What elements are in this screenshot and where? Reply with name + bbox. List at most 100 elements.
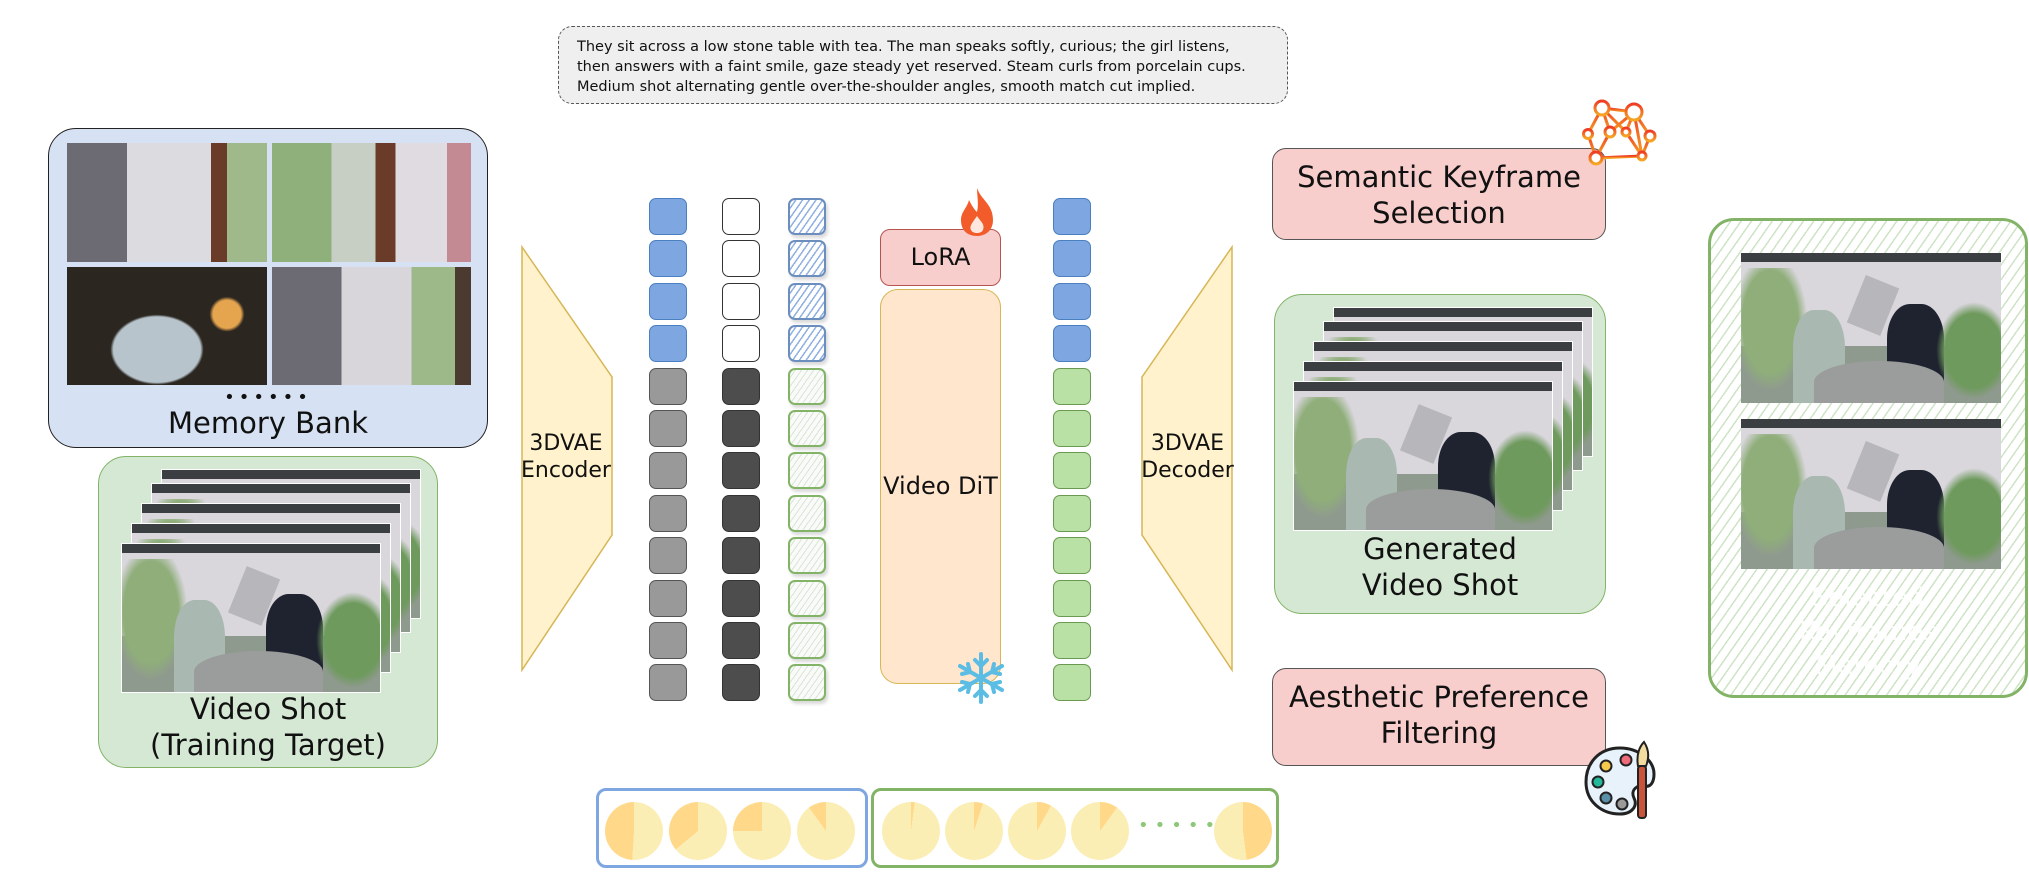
timestep-pie (882, 802, 940, 860)
generated-label-line1: Generated (1363, 532, 1517, 566)
latent-token (649, 622, 687, 659)
aesthetic-line1: Aesthetic Preference (1289, 680, 1589, 714)
latent-token (1053, 664, 1091, 702)
decoder-label: 3DVAE Decoder (1140, 430, 1235, 484)
semantic-keyframe-line2: Selection (1372, 196, 1506, 230)
vae-encoder-shape (521, 245, 613, 673)
video-shot-label: Video Shot (189, 692, 347, 726)
timestep-pie (669, 802, 727, 860)
latent-token (722, 240, 760, 278)
video-dit-block: Video DiT (880, 289, 1001, 684)
latent-token (722, 494, 760, 532)
selected-label-line3: Memory (1815, 651, 1921, 681)
lora-label: LoRA (910, 243, 971, 271)
memory-frame (67, 266, 267, 385)
training-target-panel: Video Shot (Training Target) (98, 456, 438, 768)
aesthetic-filtering-box: Aesthetic Preference Filtering (1272, 668, 1606, 766)
latent-token (722, 622, 760, 659)
latent-token (788, 664, 826, 702)
latent-token (649, 452, 687, 490)
latent-token (788, 494, 826, 532)
lora-module: LoRA (880, 229, 1001, 286)
decoder-label-line2: Decoder (1141, 458, 1234, 483)
latent-token (788, 240, 826, 278)
generated-frame (1293, 381, 1553, 531)
timestep-pie (1214, 802, 1272, 860)
latent-token (649, 664, 687, 702)
latent-token (649, 410, 687, 447)
latent-token (722, 537, 760, 575)
latent-token (722, 579, 760, 617)
selected-label-line1: Selected (1811, 583, 1925, 613)
timestep-pie (797, 802, 855, 860)
latent-token (722, 410, 760, 447)
shot-timestep-group: •••••• (871, 788, 1279, 868)
memory-ellipsis: •••••• (224, 387, 312, 408)
latent-token (649, 537, 687, 575)
generated-label-line2: Video Shot (1361, 568, 1519, 602)
latent-token (788, 579, 826, 617)
latent-token (1053, 282, 1091, 320)
latent-token (1053, 240, 1091, 278)
aesthetic-line2: Filtering (1380, 716, 1498, 750)
latent-token (1053, 622, 1091, 659)
timestep-pie (733, 802, 791, 860)
vae-decoder-shape (1141, 245, 1233, 673)
timestep-pie (605, 802, 663, 860)
fire-icon (961, 188, 993, 236)
memory-timestep-group (596, 788, 868, 868)
latent-token (788, 282, 826, 320)
memory-frames-grid (67, 143, 471, 385)
timestep-pie (1008, 802, 1066, 860)
latent-token (788, 325, 826, 363)
encoder-label: 3DVAE Encoder (520, 430, 612, 484)
memory-frame (271, 266, 471, 385)
latent-token (649, 325, 687, 363)
network-icon (1582, 99, 1657, 166)
decoder-label-line1: 3DVAE (1150, 431, 1225, 456)
memory-frame (271, 143, 471, 262)
latent-token (1053, 198, 1091, 235)
latent-token (788, 410, 826, 447)
timestep-pie (945, 802, 1003, 860)
palette-icon (1584, 740, 1656, 819)
selected-keyframes-panel: Selected Keyframes Memory (1708, 218, 2028, 698)
generated-shot-panel: Generated Video Shot (1274, 294, 1606, 614)
latent-token (788, 452, 826, 490)
semantic-keyframe-selection-box: Semantic Keyframe Selection (1272, 148, 1606, 240)
video-dit-label: Video DiT (883, 472, 998, 500)
text-prompt-box: They sit across a low stone table with t… (558, 26, 1288, 104)
memory-bank-panel: •••••• Memory Bank (48, 128, 488, 448)
video-frame (121, 543, 381, 693)
latent-token (788, 367, 826, 405)
latent-token (1053, 410, 1091, 447)
latent-token (649, 579, 687, 617)
latent-token (788, 622, 826, 659)
latent-token (722, 664, 760, 702)
selected-label-line2: Keyframes (1799, 617, 1937, 647)
encoder-label-line1: 3DVAE (529, 431, 603, 456)
latent-token (722, 367, 760, 405)
prompt-line-3: Medium shot alternating gentle over-the-… (577, 79, 1196, 95)
latent-token (788, 198, 826, 235)
encoder-label-line2: Encoder (521, 458, 611, 483)
latent-token (649, 367, 687, 405)
training-target-label: (Training Target) (150, 728, 386, 762)
latent-token (722, 325, 760, 363)
prompt-line-1: They sit across a low stone table with t… (577, 39, 1230, 55)
latent-token (788, 537, 826, 575)
latent-token (649, 240, 687, 278)
latent-token (649, 198, 687, 235)
timestep-ellipsis: •••••• (1138, 815, 1238, 836)
latent-token (1053, 325, 1091, 363)
selected-panel-label: Selected Keyframes Memory (1711, 581, 2025, 683)
latent-token (722, 452, 760, 490)
latent-token (722, 198, 760, 235)
memory-bank-label: Memory Bank (168, 406, 368, 440)
latent-token (722, 282, 760, 320)
latent-token (1053, 579, 1091, 617)
latent-token (1053, 452, 1091, 490)
latent-token (1053, 367, 1091, 405)
prompt-line-2: then answers with a faint smile, gaze st… (577, 59, 1246, 75)
latent-token (1053, 494, 1091, 532)
